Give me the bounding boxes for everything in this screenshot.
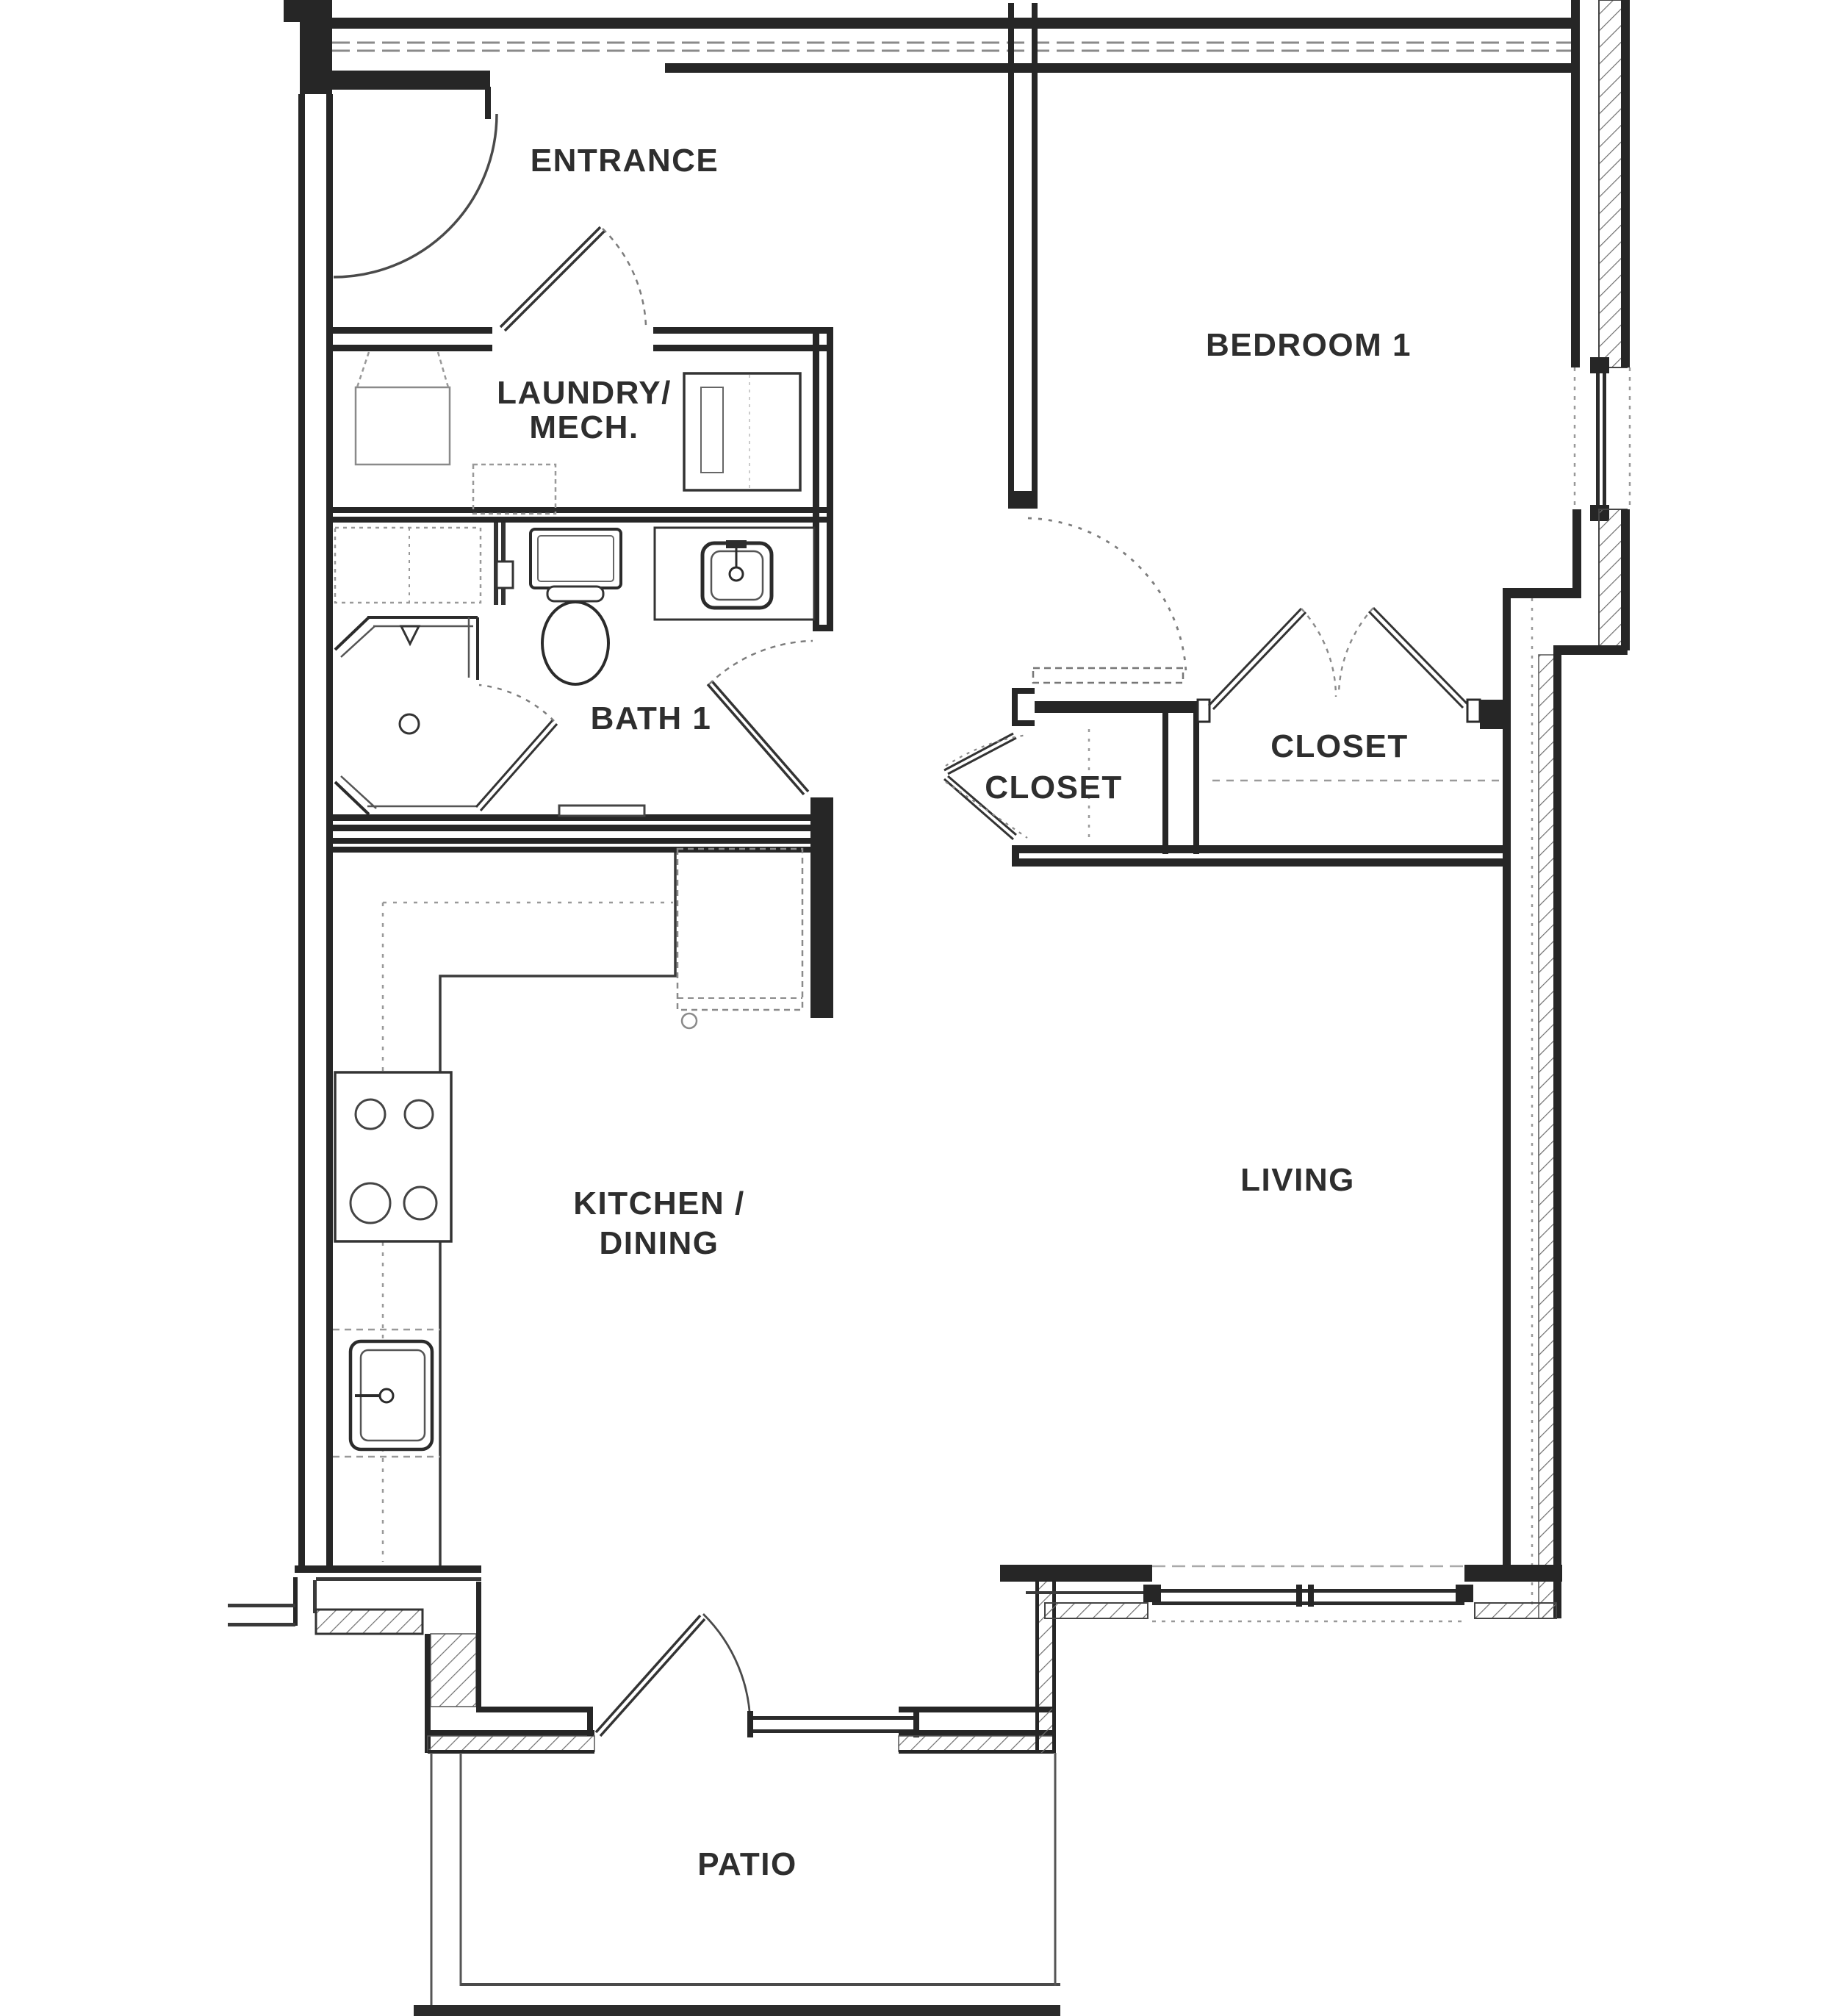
laundry-label-line1: LAUNDRY/	[497, 375, 672, 411]
bedroom1-label: BEDROOM 1	[1206, 327, 1412, 363]
washer-symbol	[354, 351, 451, 466]
corridor-wall	[284, 0, 1572, 119]
stove-symbol	[334, 1071, 453, 1243]
patio-door	[594, 1613, 752, 1737]
bedroom-closet-label: CLOSET	[1270, 728, 1408, 764]
kitchen-label-line1: KITCHEN /	[573, 1185, 745, 1222]
shower-door	[475, 684, 558, 811]
bedroom-window	[1573, 357, 1631, 521]
bedroom-door	[1027, 517, 1187, 684]
toilet-symbol	[529, 528, 622, 686]
east-wall	[1503, 0, 1631, 1619]
west-wall	[298, 94, 333, 1573]
laundry-label-line2: MECH.	[529, 409, 639, 445]
shower-symbol	[334, 616, 479, 816]
bath-counter	[334, 526, 482, 604]
bath-room	[332, 523, 833, 831]
laundry-room	[332, 226, 833, 631]
living-label: LIVING	[1240, 1162, 1355, 1198]
refrigerator-symbol	[676, 847, 804, 1030]
patio-outline	[414, 1753, 1060, 2016]
closets	[943, 606, 1503, 867]
living-window	[1143, 1565, 1473, 1623]
hall-closet-label: CLOSET	[985, 770, 1122, 806]
entrance-door	[333, 113, 498, 279]
patio-label: PATIO	[697, 1846, 797, 1882]
bedroom-partition-wall	[1008, 68, 1038, 509]
kitchen-label-line2: DINING	[600, 1225, 719, 1261]
bedroom-closet-doors	[1196, 606, 1503, 729]
kitchen	[332, 797, 833, 1565]
water-heater-symbol	[683, 372, 802, 492]
bath1-label: BATH 1	[591, 700, 712, 736]
laundry-door	[499, 226, 647, 332]
kitchen-sink-symbol	[348, 1339, 434, 1452]
south-walls	[228, 1565, 1562, 1754]
room-labels: ENTRANCE LAUNDRY/ MECH. BEDROOM 1 BATH 1…	[497, 143, 1412, 1882]
entrance-label: ENTRANCE	[531, 143, 719, 179]
vanity-sink-symbol	[653, 526, 816, 621]
dryer-symbol	[472, 463, 557, 515]
hall-closet-doors	[943, 732, 1028, 841]
patio-sidelite	[747, 1711, 919, 1737]
